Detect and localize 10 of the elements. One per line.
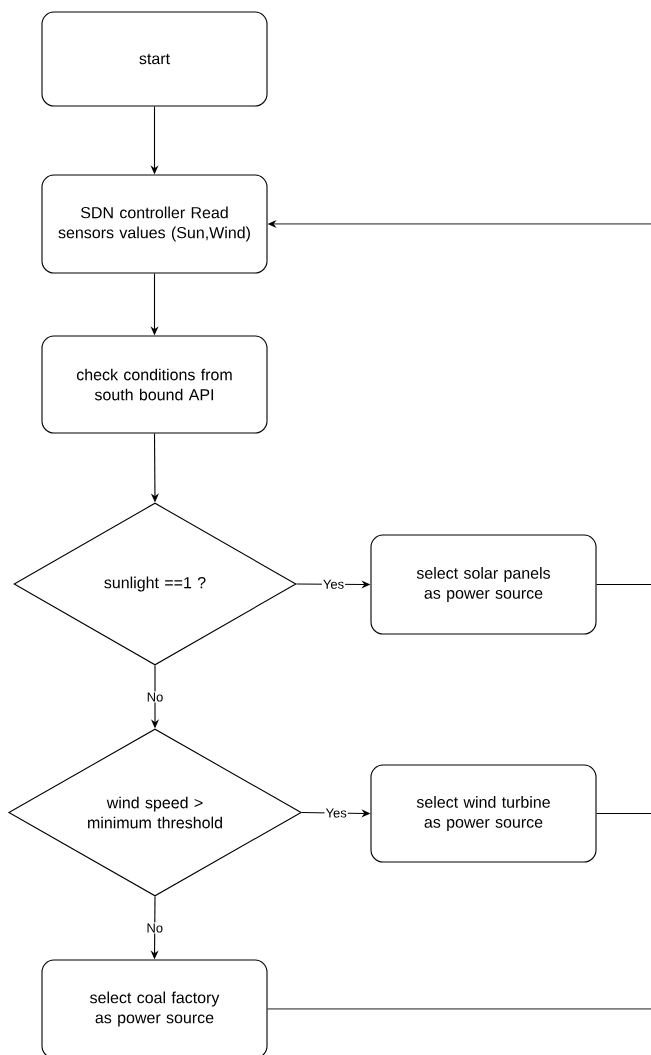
edge-label: Yes — [321, 578, 346, 590]
process-box: select coal factory as power source — [41, 959, 268, 1055]
process-box: start — [41, 11, 268, 107]
process-box: check conditions from south bound API — [41, 335, 268, 434]
edge-label: Yes — [324, 807, 348, 819]
process-box: SDN controller Read sensors values (Sun,Wind) — [41, 174, 268, 274]
process-box: select solar panels as power source — [370, 534, 597, 635]
edge-label: No — [145, 691, 165, 703]
process-box: select wind turbine as power source — [370, 764, 597, 863]
edge-label: No — [145, 922, 165, 934]
